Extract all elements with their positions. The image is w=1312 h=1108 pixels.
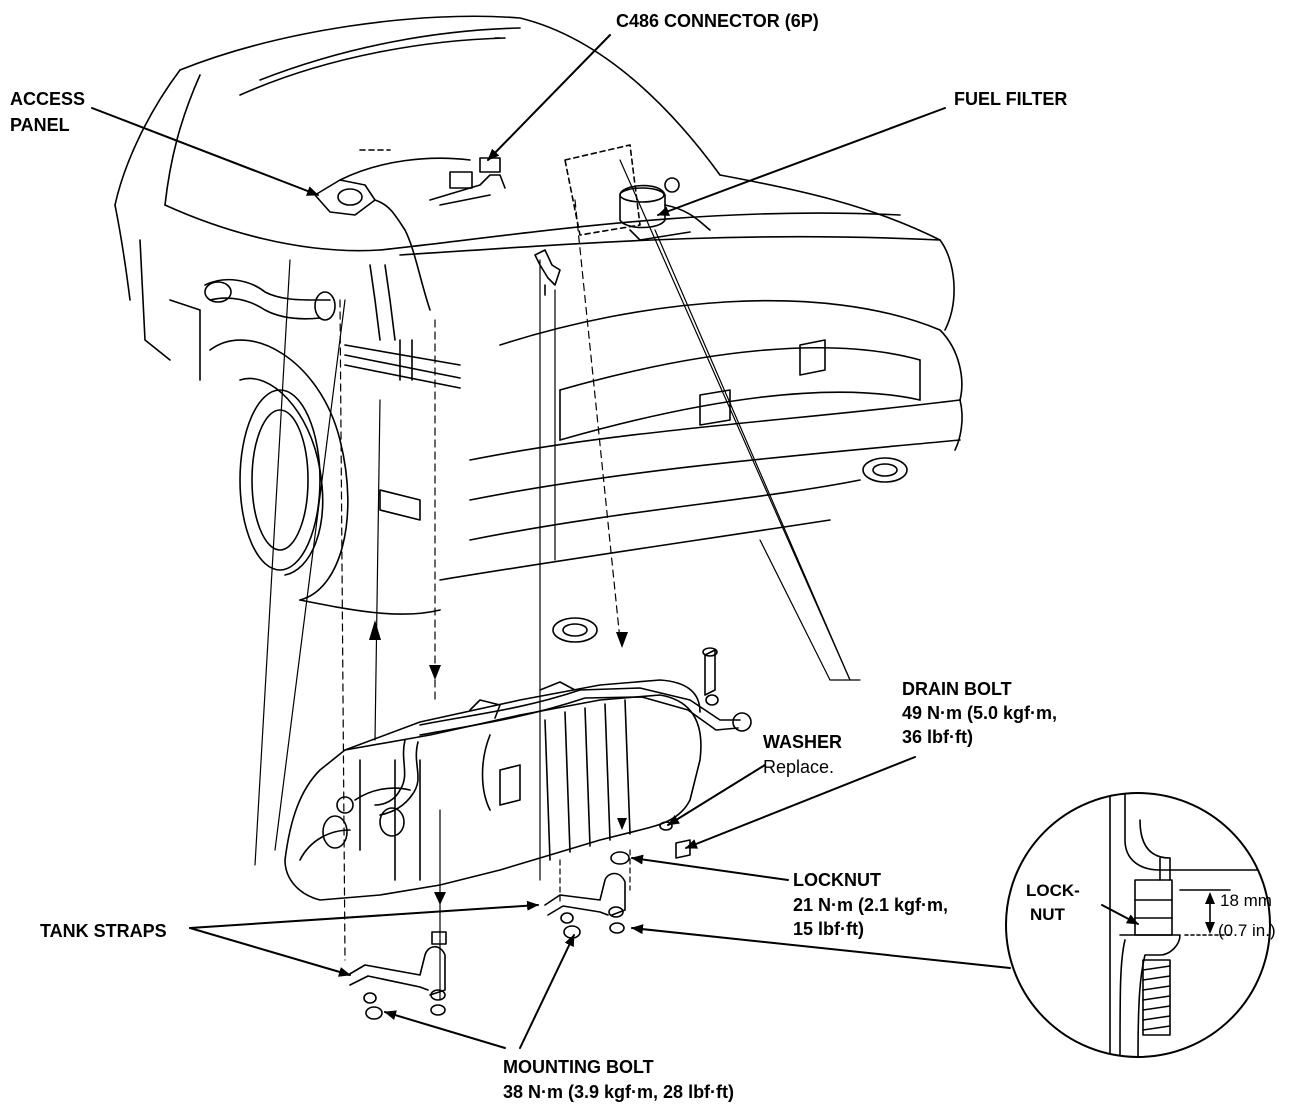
leader-arrows [91, 34, 1139, 1049]
label-tank-straps: TANK STRAPS [40, 921, 167, 941]
label-locknut: LOCKNUT [793, 870, 881, 890]
label-access-panel-line2: PANEL [10, 115, 70, 135]
label-washer: WASHER [763, 732, 843, 752]
arrow-tank-strap-rear [189, 900, 539, 929]
fuel-tank [284, 647, 752, 901]
label-locknut-spec1: 21 N·m (2.1 kgf·m, [793, 895, 949, 915]
arrow-drain-bolt [685, 756, 916, 849]
label-detail-dim-in: (0.7 in.) [1218, 921, 1276, 940]
tank-strap-rear [544, 872, 626, 939]
label-fuel-filter: FUEL FILTER [954, 89, 1068, 109]
label-detail-dim-mm: 18 mm [1220, 891, 1272, 910]
arrow-detail-locknut [631, 924, 1011, 969]
arrow-mounting-bolt-rear [519, 934, 575, 1049]
label-washer-note: Replace. [763, 757, 835, 777]
label-drain-bolt-spec2: 36 lbf·ft) [902, 727, 973, 747]
label-mounting-bolt: MOUNTING BOLT [503, 1057, 654, 1077]
arrow-tank-strap-front [189, 927, 351, 977]
label-c486-connector: C486 CONNECTOR (6P) [616, 11, 819, 31]
label-detail-lock: LOCK- [1026, 881, 1080, 900]
tank-strap-front [347, 931, 447, 1020]
car-body [114, 15, 963, 643]
arrow-access-panel [91, 107, 319, 196]
label-detail-nut: NUT [1030, 905, 1065, 924]
arrow-c486 [487, 34, 611, 161]
arrow-mounting-bolt-front [384, 1010, 506, 1049]
label-drain-bolt: DRAIN BOLT [902, 679, 1012, 699]
arrow-fuel-filter [657, 107, 946, 216]
label-drain-bolt-spec1: 49 N·m (5.0 kgf·m, [902, 703, 1058, 723]
locknut-detail [1109, 793, 1270, 1057]
label-mounting-bolt-spec: 38 N·m (3.9 kgf·m, 28 lbf·ft) [503, 1082, 735, 1102]
arrow-locknut [631, 854, 789, 881]
label-locknut-spec2: 15 lbf·ft) [793, 919, 864, 939]
arrow-washer [667, 764, 766, 826]
arrow-detail-lock [1101, 904, 1139, 925]
label-access-panel-line1: ACCESS [10, 89, 86, 109]
guide-lines [254, 159, 861, 1001]
